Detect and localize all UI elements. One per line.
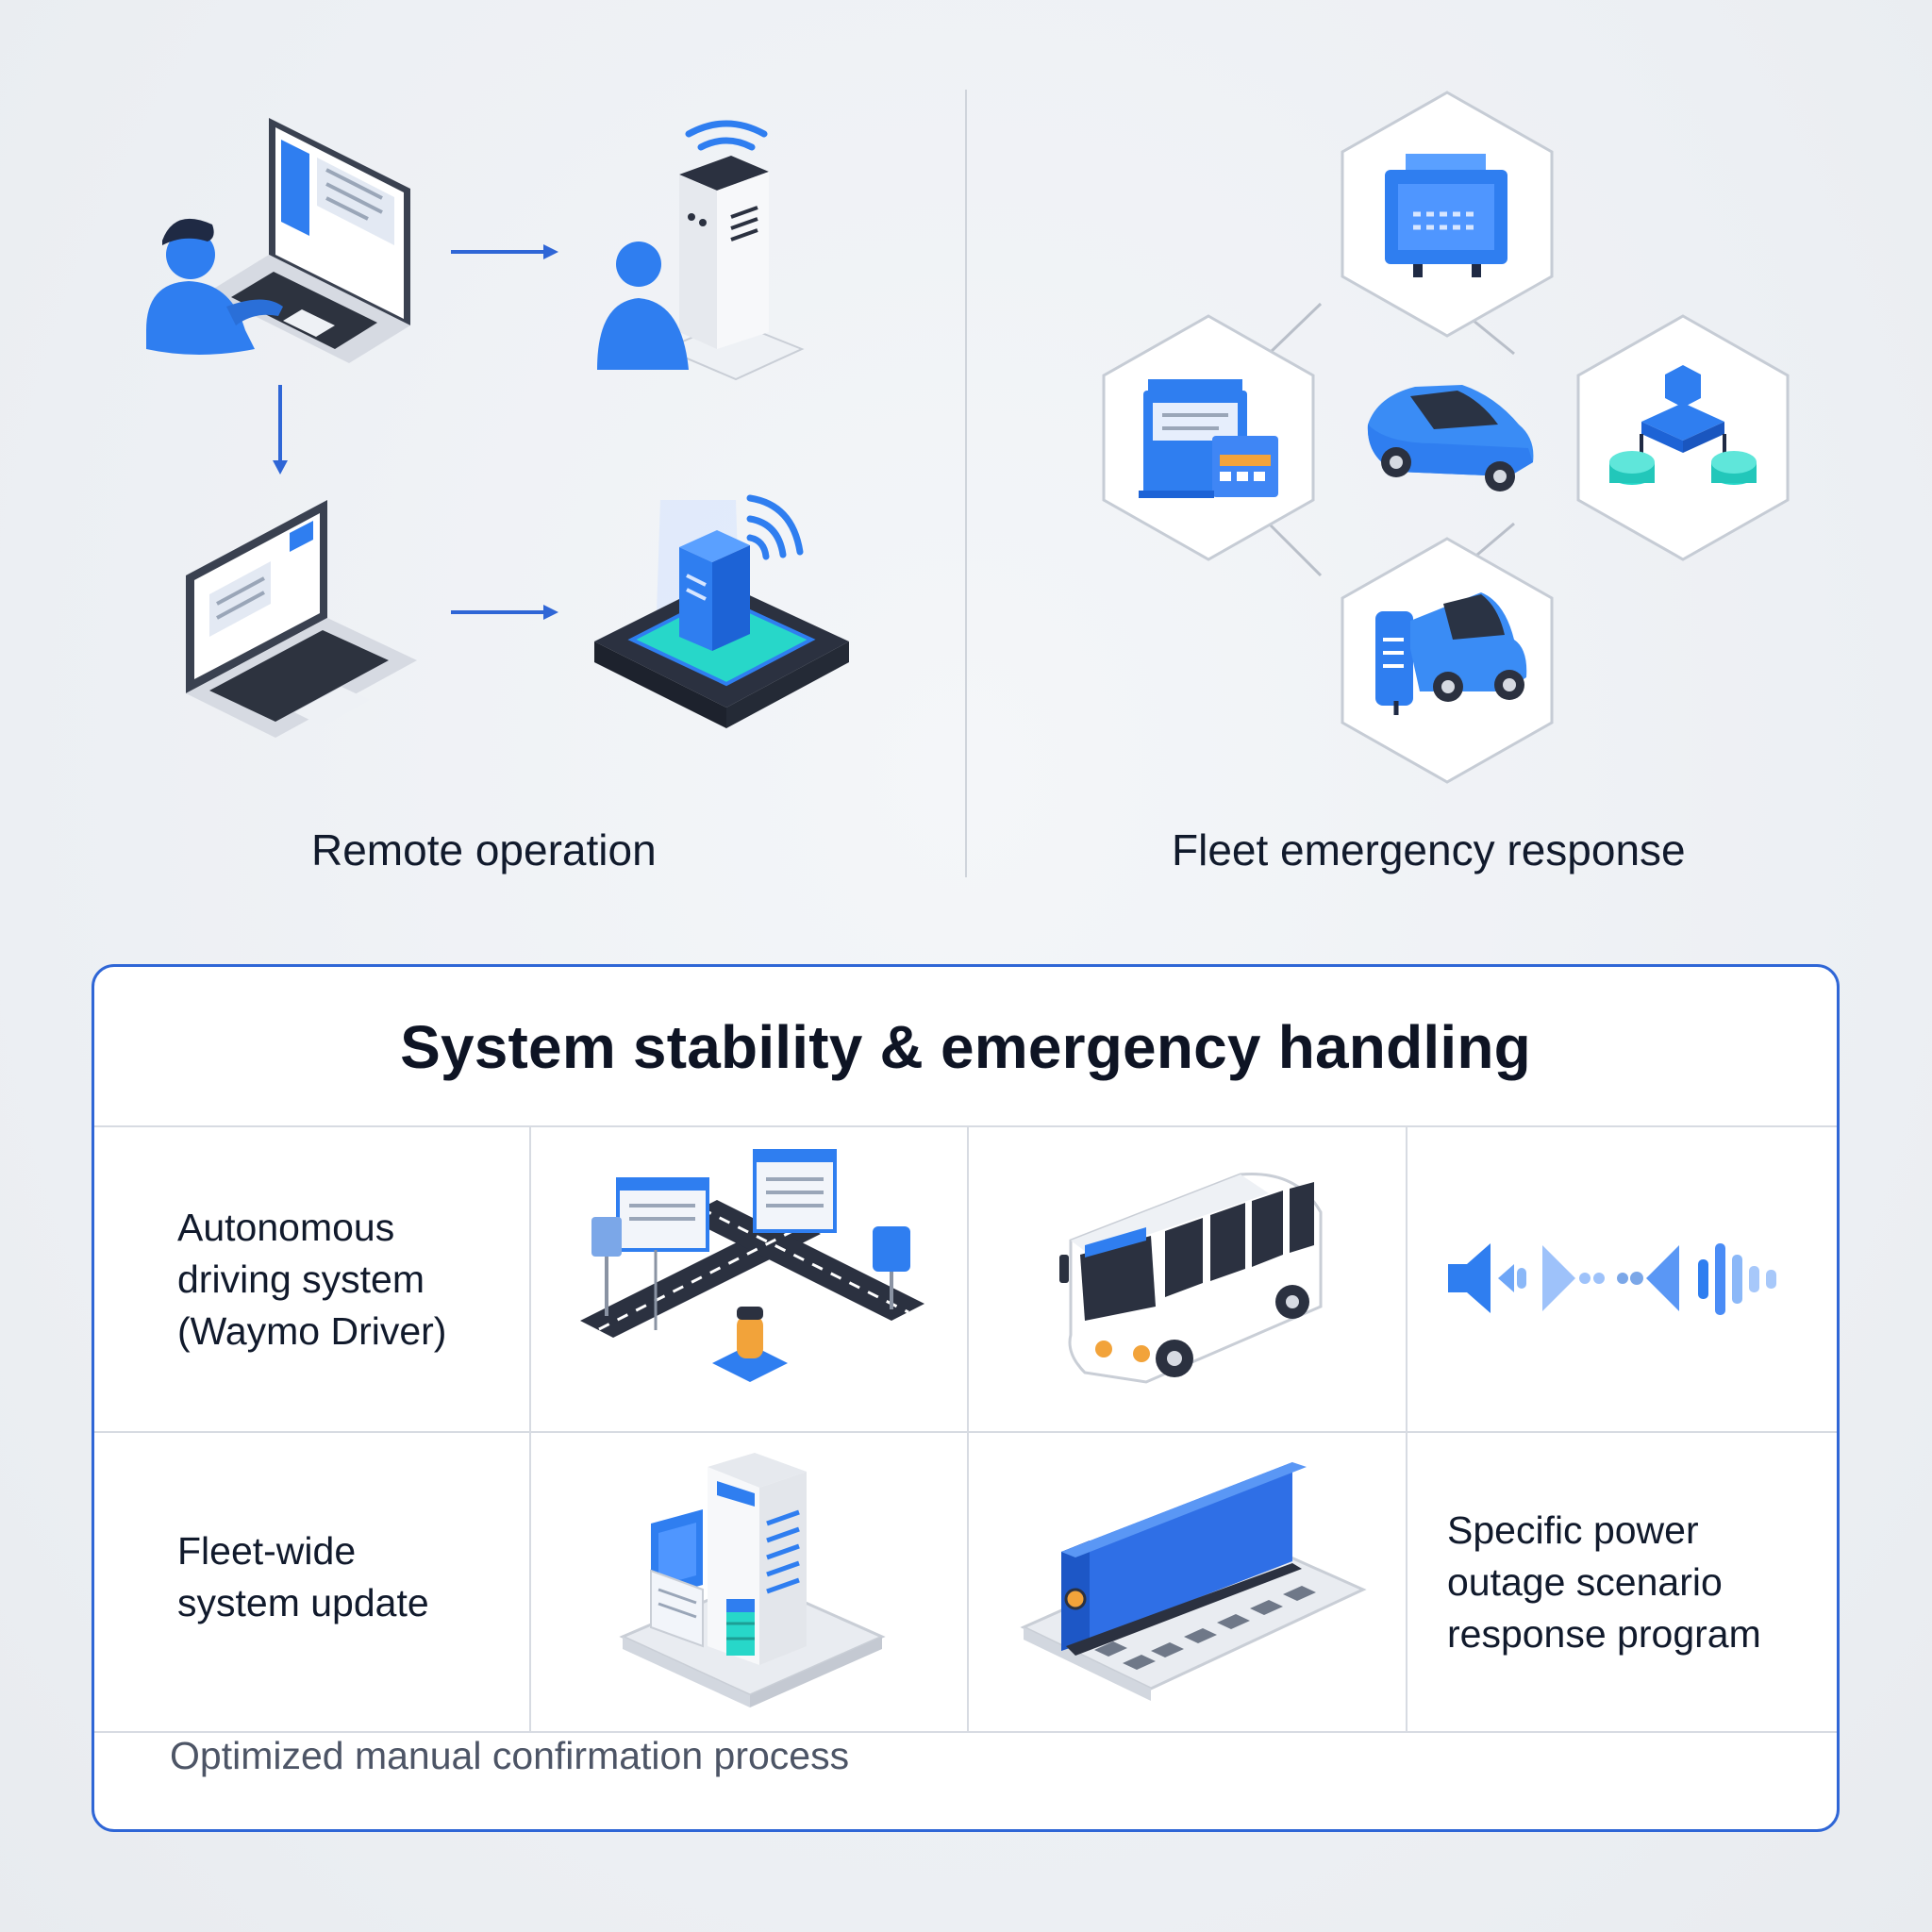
trailer-container-icon	[1020, 1462, 1367, 1701]
arrow-down-icon	[273, 385, 288, 475]
grid-line	[94, 1125, 1837, 1127]
cell-line: system update	[177, 1581, 429, 1624]
audio-waveform-icon	[1448, 1243, 1776, 1315]
cell-line: response program	[1447, 1612, 1761, 1656]
car-charging-icon	[1341, 537, 1554, 784]
footer-note: Optimized manual confirmation process	[170, 1734, 850, 1777]
fleet-update-text: Fleet-wide system update	[177, 1525, 429, 1629]
grid-line	[529, 1125, 531, 1731]
system-stability-card: System stability & emergency handling Au…	[92, 964, 1840, 1832]
bus-icon	[1059, 1173, 1323, 1384]
operator-laptop-icon	[146, 118, 410, 363]
cell-line: Fleet-wide	[177, 1529, 357, 1573]
server-operator-icon	[597, 120, 805, 381]
power-outage-text: Specific power outage scenario response …	[1447, 1505, 1761, 1660]
road-intersection-icon	[580, 1149, 924, 1382]
autonomous-driving-text: Autonomous driving system (Waymo Driver)	[177, 1202, 446, 1357]
laptop-icon	[186, 500, 417, 738]
car-icon	[1367, 385, 1534, 491]
grid-line	[94, 1731, 1837, 1733]
control-console-icon	[1341, 91, 1554, 338]
cell-line: (Waymo Driver)	[177, 1309, 447, 1353]
cloud-server-platform-icon	[594, 494, 849, 728]
network-hierarchy-icon	[1576, 314, 1790, 561]
cell-line: driving system	[177, 1257, 425, 1301]
grid-line	[94, 1431, 1837, 1433]
grid-line	[967, 1125, 969, 1731]
data-center-icon	[619, 1453, 886, 1707]
fleet-emergency-response-title: Fleet emergency response	[1172, 825, 1686, 874]
cell-line: Autonomous	[177, 1206, 395, 1249]
remote-operation-title: Remote operation	[311, 825, 657, 874]
card-title: System stability & emergency handling	[400, 1013, 1531, 1081]
cell-line: Specific power	[1447, 1508, 1699, 1552]
arrow-right-icon	[451, 605, 558, 620]
arrow-right-icon	[451, 244, 558, 259]
cell-line: outage scenario	[1447, 1560, 1723, 1604]
panel-divider	[965, 90, 967, 877]
dashboard-card-icon	[1102, 314, 1315, 561]
grid-line	[1406, 1125, 1407, 1731]
